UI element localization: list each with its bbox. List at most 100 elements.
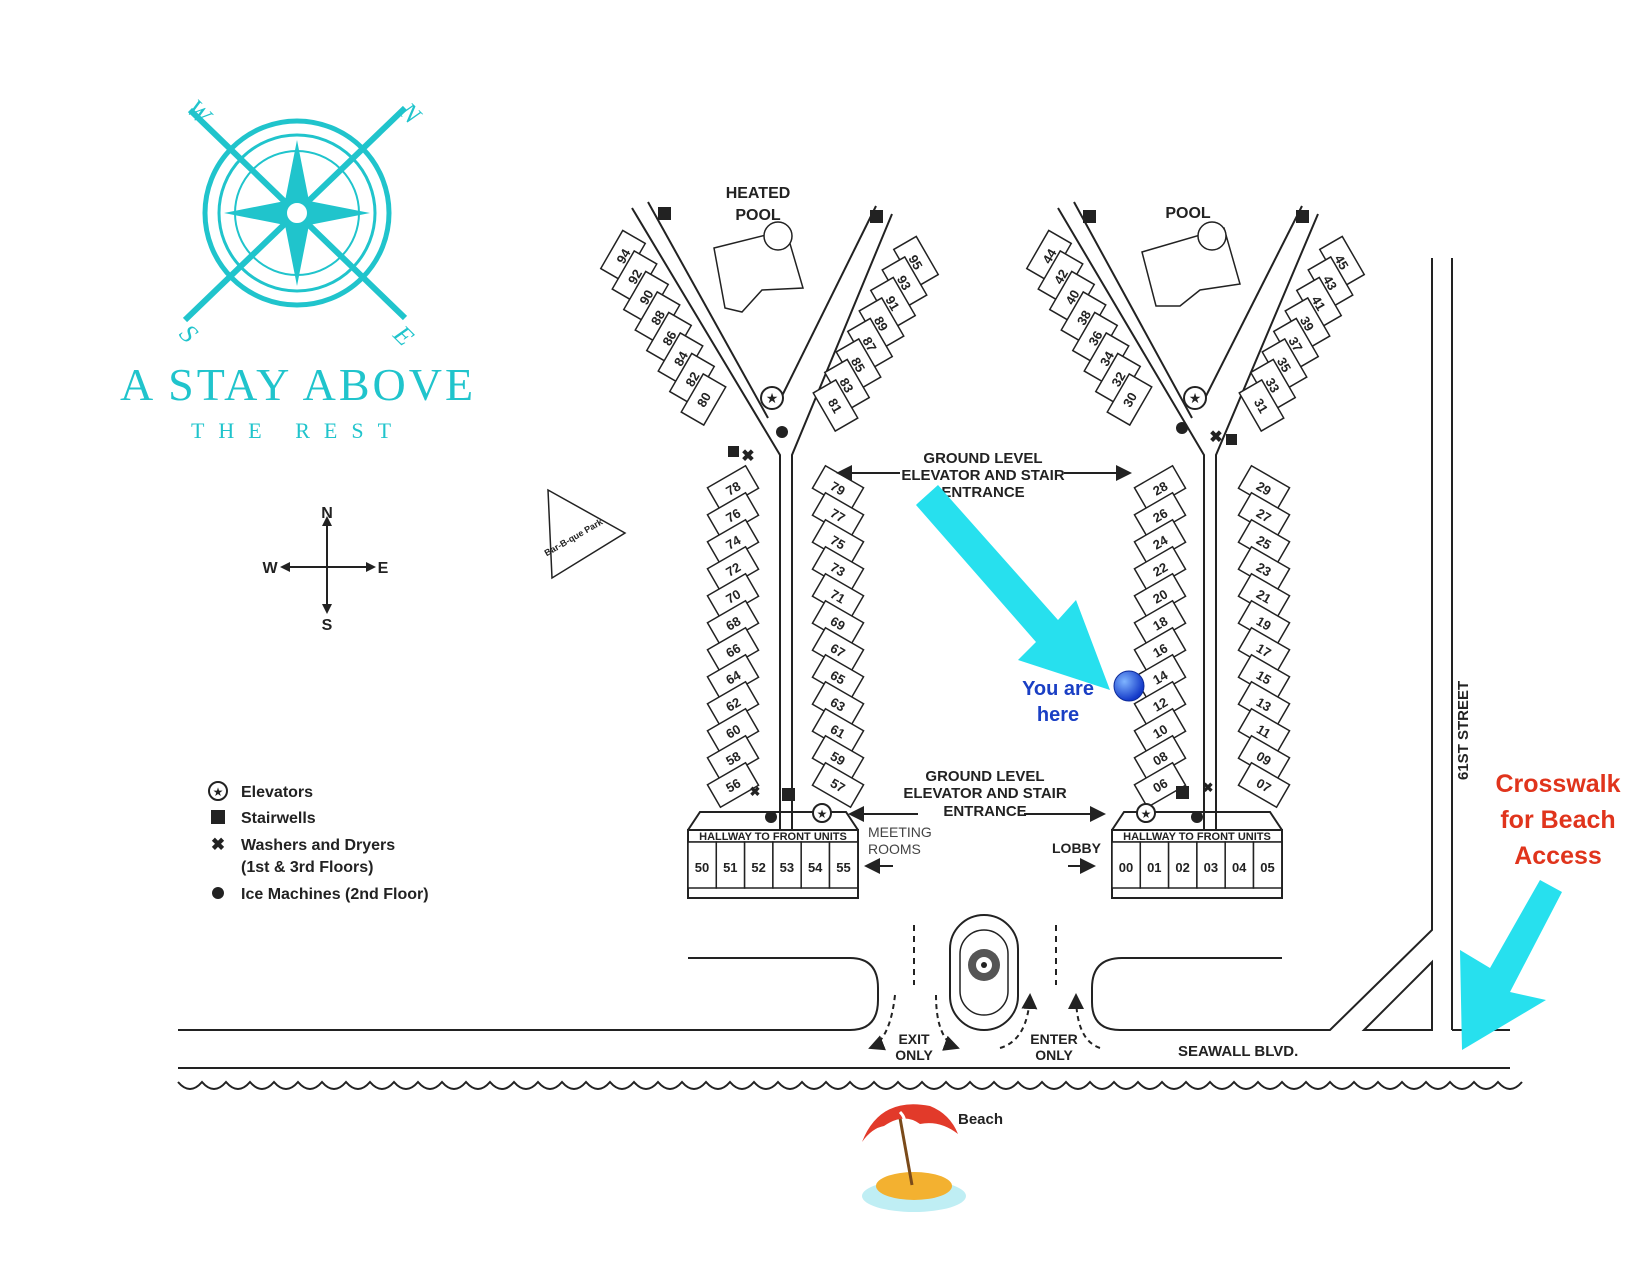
crosswalk-line2: for Beach <box>1500 806 1615 834</box>
unit-60: 60 <box>706 707 760 755</box>
unit-number: 63 <box>828 694 848 714</box>
unit-number: 67 <box>828 640 848 660</box>
stairwell-icon <box>211 810 225 824</box>
unit-number: 80 <box>694 390 714 410</box>
unit-number: 72 <box>723 559 743 579</box>
ice-icon <box>1176 422 1188 434</box>
unit-number: 77 <box>828 505 848 525</box>
unit-number: 71 <box>828 586 848 606</box>
unit-number: 23 <box>1254 559 1274 579</box>
facility-markers: ★ ★ ★ ★ ✖ ✖ ✖ ✖ <box>658 207 1309 823</box>
logo-letter-w: W <box>181 94 218 131</box>
unit-50: 50 <box>687 841 718 889</box>
elevator-icon: ★ <box>812 803 832 823</box>
legend-label-sub: (1st & 3rd Floors) <box>241 859 373 876</box>
unit-number: 58 <box>723 748 743 768</box>
unit-72: 72 <box>706 545 760 593</box>
unit-number: 76 <box>723 505 743 525</box>
brand-logo: W N S E A STAY ABOVE THE REST <box>120 94 473 443</box>
ice-icon <box>776 426 788 438</box>
crosswalk-arrow-icon <box>1460 880 1562 1050</box>
entrance-top-line2: ELEVATOR AND STAIR <box>901 467 1065 484</box>
ice-icon <box>212 887 224 899</box>
legend-item-elevators: ★ Elevators <box>208 781 313 801</box>
unit-number: 07 <box>1254 775 1274 795</box>
unit-number: 01 <box>1147 860 1161 875</box>
unit-number: 70 <box>723 586 743 606</box>
entrance-bottom: GROUND LEVEL ELEVATOR AND STAIR ENTRANCE <box>848 768 1106 822</box>
unit-number: 51 <box>723 860 737 875</box>
elevator-icon <box>208 781 228 801</box>
unit-number: 00 <box>1119 860 1133 875</box>
unit-91: 91 <box>869 276 917 330</box>
unit-number: 65 <box>828 667 848 687</box>
unit-52: 52 <box>743 841 774 889</box>
unit-number: 21 <box>1254 586 1274 606</box>
svg-text:★: ★ <box>213 785 224 799</box>
unit-number: 05 <box>1260 860 1274 875</box>
you-are-here-arrow-icon <box>916 485 1110 690</box>
unit-number: 19 <box>1254 613 1274 633</box>
compass-w: W <box>262 560 278 577</box>
unit-51: 51 <box>715 841 746 889</box>
unit-number: 10 <box>1150 721 1170 741</box>
unit-number: 31 <box>1251 396 1271 416</box>
entrance-top-line1: GROUND LEVEL <box>923 450 1042 467</box>
logo-letter-n: N <box>393 96 428 131</box>
unit-11: 11 <box>1237 707 1291 755</box>
unit-number: 78 <box>723 478 743 498</box>
compass-logo-icon <box>182 105 408 323</box>
unit-number: 62 <box>723 694 743 714</box>
unit-19: 19 <box>1237 599 1291 647</box>
bbq-park: Bar-B-que Park <box>543 488 627 580</box>
unit-number: 50 <box>695 860 709 875</box>
legend-item-ice: Ice Machines (2nd Floor) <box>212 886 429 903</box>
unit-number: 11 <box>1254 722 1273 742</box>
svg-text:★: ★ <box>1141 807 1152 821</box>
unit-04: 04 <box>1224 841 1255 889</box>
washer-icon: ✖ <box>1209 429 1222 446</box>
unit-02: 02 <box>1167 841 1198 889</box>
logo-letter-s: S <box>174 319 204 349</box>
unit-81: 81 <box>812 378 859 433</box>
stairwell-icon <box>870 210 883 223</box>
61st-street-label: 61ST STREET <box>1455 681 1472 780</box>
unit-55: 55 <box>828 841 859 889</box>
lobby-label: LOBBY <box>1052 840 1102 856</box>
ice-icon <box>1191 811 1203 823</box>
unit-number: 81 <box>825 396 845 416</box>
beach: Beach <box>862 1104 1003 1212</box>
unit-number: 79 <box>828 478 848 498</box>
meeting-line2: ROOMS <box>868 841 921 857</box>
unit-number: 12 <box>1150 694 1170 714</box>
unit-number: 56 <box>723 775 743 795</box>
lobby: LOBBY <box>1052 840 1102 874</box>
unit-number: 66 <box>723 640 743 660</box>
unit-number: 08 <box>1150 748 1170 768</box>
unit-05: 05 <box>1252 841 1283 889</box>
washer-icon: ✖ <box>750 784 761 799</box>
crosswalk-callout: Crosswalk for Beach Access <box>1460 770 1621 1050</box>
entrance-bottom-line2: ELEVATOR AND STAIR <box>903 785 1067 802</box>
entrance-bottom-line3: ENTRANCE <box>943 803 1026 820</box>
unit-number: 13 <box>1254 694 1274 714</box>
washer-icon: ✖ <box>741 448 754 465</box>
heated-pool-label-1: HEATED <box>726 185 791 202</box>
legend-item-washers: ✖ Washers and Dryers (1st & 3rd Floors) <box>211 835 395 876</box>
stairwell-icon <box>1083 210 1096 223</box>
legend-label: Washers and Dryers <box>241 837 395 854</box>
unit-number: 55 <box>836 860 850 875</box>
unit-30: 30 <box>1106 372 1153 427</box>
fountain-icon <box>968 949 1000 981</box>
unit-87: 87 <box>846 317 894 371</box>
unit-number: 16 <box>1150 640 1170 660</box>
enter-line1: ENTER <box>1030 1031 1077 1047</box>
stairwell-icon <box>782 788 795 801</box>
